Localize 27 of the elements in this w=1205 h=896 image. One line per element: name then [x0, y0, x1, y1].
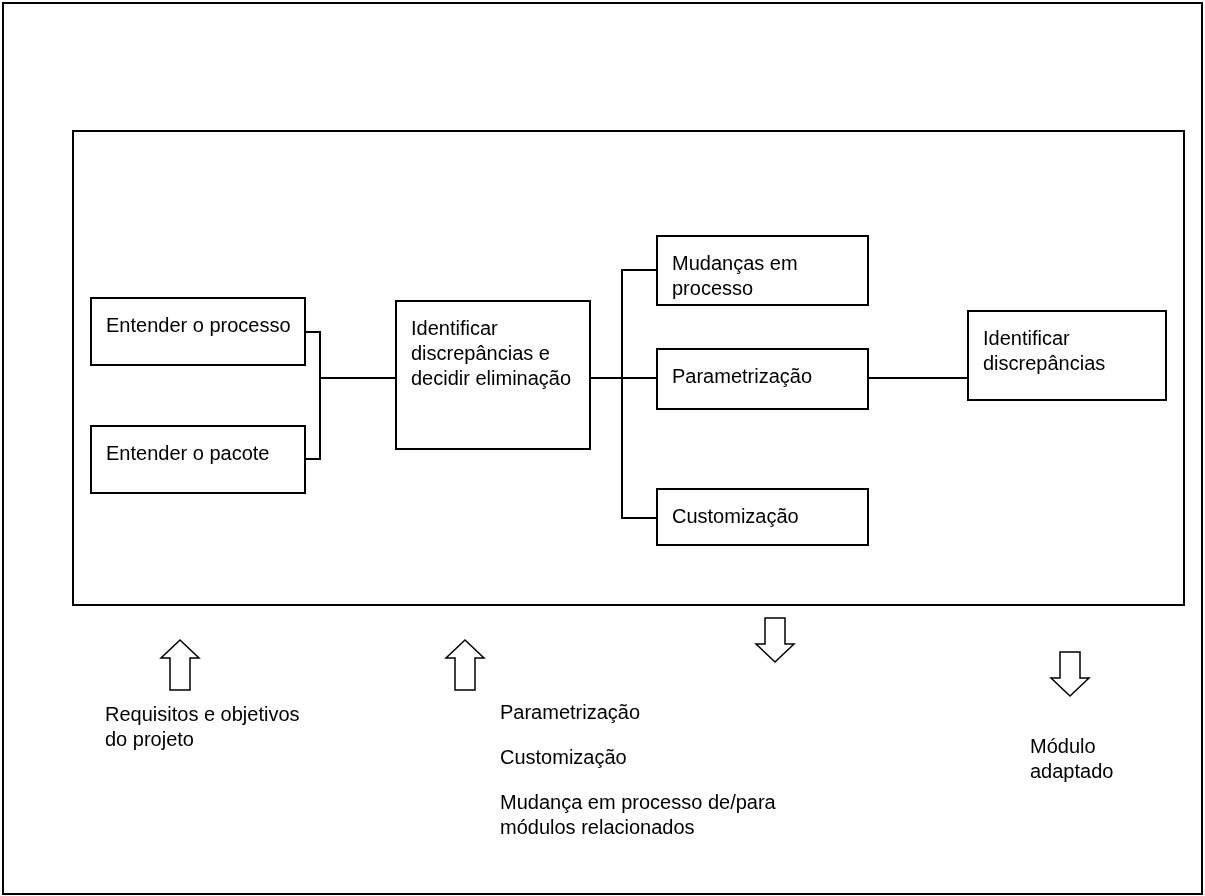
connector-line	[590, 377, 657, 519]
container-box	[72, 130, 1185, 606]
process-box	[656, 488, 869, 546]
output-text: Customização	[500, 745, 627, 770]
box-label: Entender o processo	[106, 313, 291, 338]
box-label: Identificar discrepâncias e decidir eliminação	[411, 316, 573, 391]
block-arrow	[1049, 651, 1091, 698]
connector-line	[305, 377, 396, 460]
process-box	[656, 348, 869, 410]
process-box	[90, 425, 306, 494]
process-box	[656, 235, 869, 306]
box-label: Parametrização	[672, 364, 813, 389]
output-text: Mudança em processo de/para módulos relacionados	[500, 790, 777, 840]
block-arrow	[159, 638, 201, 691]
process-box	[90, 297, 306, 366]
output-text: Módulo adaptado	[1030, 734, 1114, 784]
block-arrow	[754, 617, 796, 664]
box-label: Mudanças em processo	[672, 251, 799, 301]
box-label: Identificar discrepâncias	[983, 326, 1107, 376]
box-label: Entender o pacote	[106, 441, 270, 466]
process-box	[395, 300, 591, 450]
box-label: Customização	[672, 504, 799, 529]
connector-line	[868, 377, 968, 379]
block-arrow	[444, 638, 486, 691]
output-text: Parametrização	[500, 700, 641, 725]
input-text: Requisitos e objetivos do projeto	[105, 702, 301, 752]
process-box	[967, 310, 1167, 401]
